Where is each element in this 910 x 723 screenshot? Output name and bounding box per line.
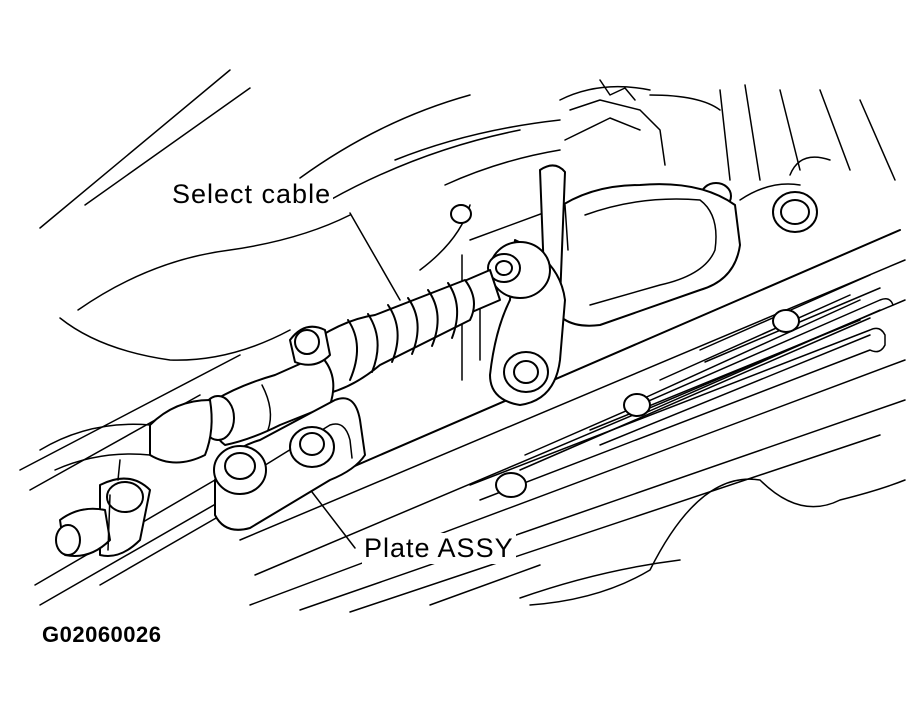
selector-cover	[462, 80, 740, 380]
plate-assy-leader	[312, 492, 355, 548]
cable-bracket	[56, 460, 150, 556]
plate-assy-label: Plate ASSY	[362, 533, 516, 564]
transaxle-housing-outline	[20, 70, 905, 612]
selector-lever	[488, 165, 565, 405]
select-cable-label: Select cable	[170, 179, 334, 210]
figure-code: G02060026	[40, 622, 164, 648]
plate-assy	[214, 327, 365, 530]
select-cable	[40, 270, 500, 470]
leader-lines	[312, 213, 400, 548]
select-cable-leader	[350, 213, 400, 300]
